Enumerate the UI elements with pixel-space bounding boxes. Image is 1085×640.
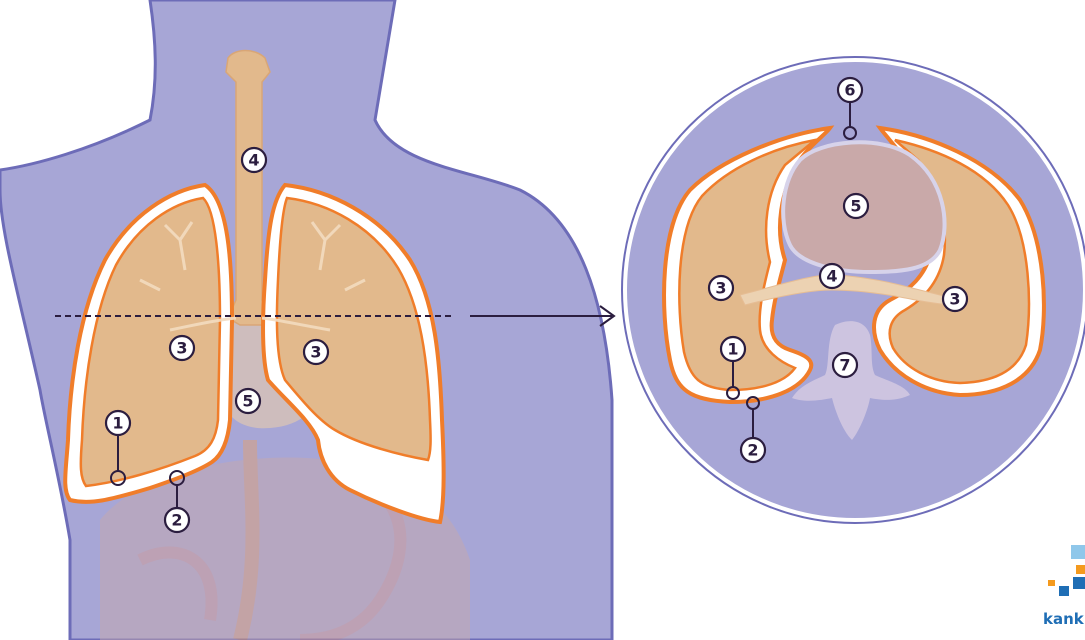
logo-text: kank [1043, 610, 1085, 628]
svg-text:6: 6 [844, 81, 855, 100]
svg-text:1: 1 [727, 340, 738, 359]
label-3-left-lung: 3 [170, 336, 194, 360]
label-4-trachea: 4 [242, 148, 266, 172]
logo-square-blue [1059, 586, 1069, 596]
svg-text:3: 3 [176, 339, 187, 358]
label-7-vertebra: 7 [833, 353, 857, 377]
svg-text:5: 5 [242, 392, 253, 411]
label-4-section-bronchi: 4 [820, 264, 844, 288]
svg-text:1: 1 [112, 414, 123, 433]
svg-text:7: 7 [839, 356, 850, 375]
svg-text:3: 3 [310, 343, 321, 362]
logo-square-orange-small [1048, 580, 1055, 586]
svg-text:2: 2 [747, 441, 758, 460]
label-3-right-lung: 3 [304, 340, 328, 364]
logo-square-light [1071, 545, 1085, 559]
svg-text:4: 4 [248, 151, 259, 170]
label-5-section-heart: 5 [844, 194, 868, 218]
svg-text:2: 2 [171, 511, 182, 530]
kanker-logo: kank [1043, 545, 1085, 628]
label-3-section-left-lung: 3 [709, 276, 733, 300]
svg-text:3: 3 [715, 279, 726, 298]
svg-text:5: 5 [850, 197, 861, 216]
logo-square-orange [1076, 565, 1085, 574]
label-3-section-right-lung: 3 [943, 287, 967, 311]
label-5-heart: 5 [236, 389, 260, 413]
svg-text:4: 4 [826, 267, 837, 286]
svg-text:3: 3 [949, 290, 960, 309]
logo-square-blue-2 [1073, 577, 1085, 589]
